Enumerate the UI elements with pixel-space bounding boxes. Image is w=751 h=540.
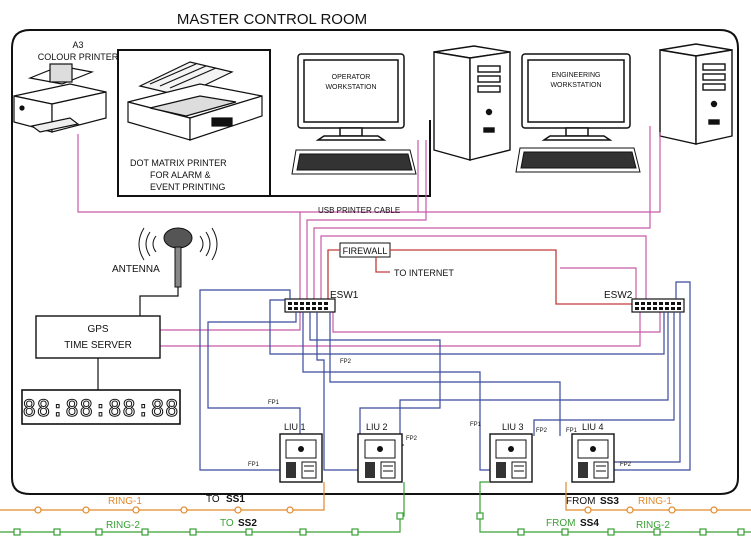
firewall-to-esw2-link (390, 249, 632, 305)
firewall-to-esw1-link (327, 249, 340, 300)
ring-2-right-label: RING-2 (636, 520, 670, 531)
dot-matrix-label-line3: EVENT PRINTING (150, 182, 225, 192)
liu-4-label: LIU 4 (582, 422, 604, 432)
ring-1-left-label: RING-1 (108, 496, 142, 507)
esw1-label: ESW1 (330, 290, 359, 301)
colour-printer-label-line2: COLOUR PRINTER (38, 52, 119, 62)
ring-2-right (476, 481, 751, 536)
engineering-monitor-icon (521, 53, 631, 141)
operator-keyboard-icon (291, 149, 417, 175)
port-label-liu3-fp1: FP1 (470, 422, 482, 428)
usb-printer-cable-label: USB PRINTER CABLE (318, 206, 400, 215)
from-ss4-station: SS4 (580, 518, 599, 529)
a3-colour-printer-icon (13, 63, 107, 133)
colour-printer-label-line1: A3 (72, 40, 83, 50)
usb-printer-cables (77, 126, 661, 347)
from-ss3-station: SS3 (600, 496, 619, 507)
dot-matrix-label-line2: FOR ALARM & (150, 170, 211, 180)
dot-matrix-cable (270, 120, 431, 197)
time-server-label: TIME SERVER (64, 340, 132, 351)
ring-1-right (565, 482, 751, 514)
liu-3-label: LIU 3 (502, 422, 524, 432)
engineering-label-line2: WORKSTATION (550, 82, 601, 89)
liu-1-unit: LIU 1 (279, 422, 323, 483)
port-label-liu4-fp1: FP1 (566, 428, 578, 434)
liu-2-unit: LIU 2 (357, 422, 403, 483)
esw1-switch-icon (284, 298, 336, 313)
operator-label-line2: WORKSTATION (325, 84, 376, 91)
operator-monitor-icon (297, 53, 405, 141)
ring-1-right-label: RING-1 (638, 496, 672, 507)
operator-label-line1: OPERATOR (332, 74, 371, 81)
liu-2-label: LIU 2 (366, 422, 388, 432)
clock-display-box (21, 389, 181, 425)
antenna-icon (138, 227, 218, 288)
firewall-label: FIREWALL (343, 246, 388, 256)
fibre-links (199, 281, 691, 471)
port-label-liu3-fp2: FP2 (536, 428, 548, 434)
from-ss3-prefix: FROM (566, 496, 595, 507)
gps-label: GPS (87, 324, 108, 335)
antenna-cable (139, 287, 179, 316)
internet-link (375, 257, 390, 273)
ring-1-left (0, 482, 325, 514)
control-room-boundary (11, 29, 739, 495)
liu-1-label: LIU 1 (284, 422, 306, 432)
dot-matrix-printer-icon (127, 61, 263, 141)
to-ss1-prefix: TO (206, 494, 220, 505)
engineering-pc-tower-icon (659, 43, 733, 145)
from-ss4-prefix: FROM (546, 518, 575, 529)
port-label-esw1-fp2: FP2 (340, 359, 352, 365)
to-internet-label: TO INTERNET (394, 268, 454, 278)
gps-time-server-box (35, 315, 161, 359)
to-ss1-station: SS1 (226, 494, 245, 505)
dot-matrix-label-line1: DOT MATRIX PRINTER (130, 158, 227, 168)
to-ss2-prefix: TO (220, 518, 234, 529)
dot-matrix-printer-outline (117, 49, 271, 197)
liu-4-unit: LIU 4 (571, 422, 615, 483)
diagram-title: MASTER CONTROL ROOM (177, 11, 367, 28)
clock-display-digits: 88:88:88:88 (23, 397, 180, 422)
port-label-liu2-fp2: FP2 (406, 436, 418, 442)
liu-3-unit: LIU 3 (489, 422, 533, 483)
to-ss2-station: SS2 (238, 518, 257, 529)
port-label-liu1-fp1: FP1 (248, 462, 260, 468)
ring-2-left-label: RING-2 (106, 520, 140, 531)
esw2-label: ESW2 (604, 290, 633, 301)
ring-2-left (0, 482, 405, 536)
port-label-liu1-fp1-upper: FP1 (268, 400, 280, 406)
port-label-liu4-fp2: FP2 (620, 462, 632, 468)
esw2-switch-icon (631, 298, 685, 313)
engineering-label-line1: ENGINEERING (551, 72, 600, 79)
antenna-label: ANTENNA (112, 264, 160, 275)
engineering-keyboard-icon (515, 147, 641, 173)
operator-pc-tower-icon (433, 45, 511, 161)
